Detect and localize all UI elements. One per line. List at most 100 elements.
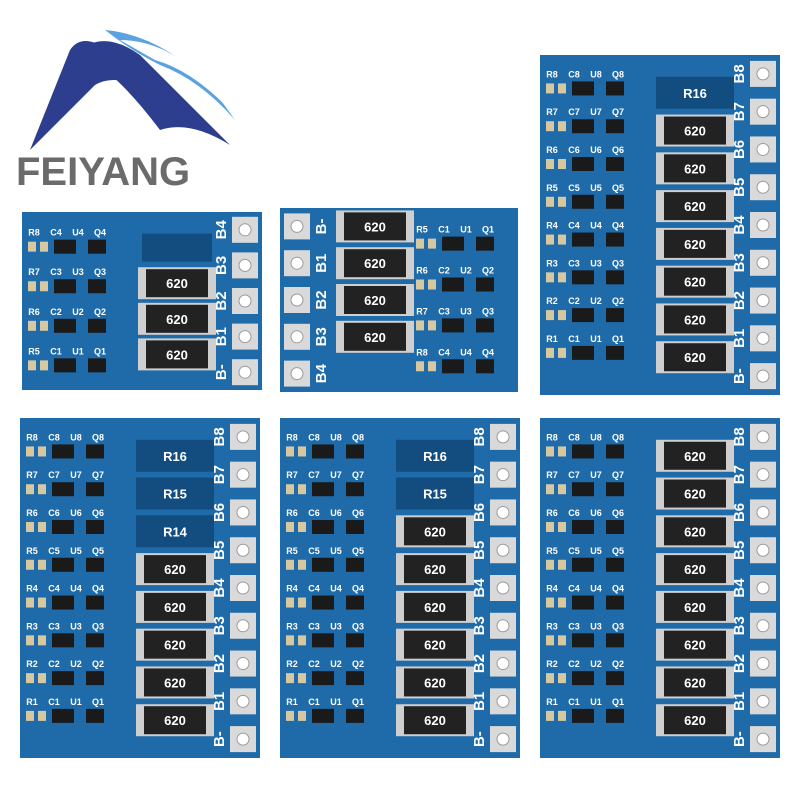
mosfet-chip bbox=[86, 633, 104, 648]
resistor-code: 620 bbox=[364, 219, 386, 234]
pad-label: B- bbox=[731, 731, 748, 747]
mosfet-chip bbox=[606, 671, 624, 686]
silkscreen-ref: Q6 bbox=[352, 508, 364, 518]
resistor-code: 620 bbox=[424, 675, 446, 690]
silkscreen-ref: C6 bbox=[48, 508, 60, 518]
pad-hole bbox=[756, 142, 770, 156]
smd-capacitor bbox=[298, 484, 306, 495]
silkscreen-ref: Q4 bbox=[612, 584, 624, 594]
pad-hole bbox=[756, 256, 770, 270]
silkscreen-ref: U6 bbox=[590, 508, 602, 518]
resistor-footprint bbox=[142, 233, 212, 262]
silkscreen-ref: Q3 bbox=[612, 258, 624, 268]
mosfet-chip bbox=[88, 239, 106, 254]
mosfet-chip bbox=[346, 520, 364, 534]
smd-resistor bbox=[28, 281, 36, 292]
resistor-body bbox=[146, 340, 208, 369]
silkscreen-ref: Q2 bbox=[92, 659, 104, 669]
silkscreen-ref: C1 bbox=[438, 225, 450, 235]
pad-hole bbox=[496, 657, 510, 671]
silkscreen-ref: Q7 bbox=[612, 107, 624, 117]
board-5s: B8B7B6B5B4B3B2B1B-R16R15R146206206206206… bbox=[20, 418, 260, 758]
resistor-code: 620 bbox=[364, 256, 386, 271]
smd-capacitor bbox=[298, 673, 306, 684]
smd-resistor bbox=[546, 310, 554, 321]
silkscreen-ref: Q8 bbox=[352, 432, 364, 442]
ic-chip bbox=[312, 595, 334, 610]
resistor-body bbox=[404, 668, 466, 697]
smd-capacitor bbox=[298, 710, 306, 721]
ic-chip bbox=[312, 708, 334, 723]
ic-chip bbox=[52, 671, 74, 686]
silkscreen-ref: R8 bbox=[28, 228, 40, 238]
silkscreen-ref: Q1 bbox=[94, 346, 106, 356]
silkscreen-ref: U3 bbox=[72, 267, 84, 277]
smd-capacitor bbox=[558, 196, 566, 207]
silkscreen-ref: Q1 bbox=[482, 225, 494, 235]
pad-label: B4 bbox=[731, 578, 748, 598]
smd-resistor bbox=[546, 635, 554, 646]
mosfet-chip bbox=[86, 708, 104, 723]
pad-hole bbox=[496, 505, 510, 519]
ic-chip bbox=[312, 520, 334, 534]
smd-capacitor bbox=[38, 597, 46, 608]
pad-hole bbox=[290, 330, 304, 344]
pad-hole bbox=[756, 294, 770, 308]
pad-label: B3 bbox=[471, 616, 488, 635]
silkscreen-ref: R3 bbox=[26, 621, 38, 631]
pad-label: B8 bbox=[731, 427, 748, 446]
resistor-body bbox=[664, 229, 726, 258]
silkscreen-ref: C5 bbox=[568, 546, 580, 556]
smd-capacitor bbox=[40, 320, 48, 331]
smd-capacitor bbox=[38, 446, 46, 457]
resistor-code: 620 bbox=[166, 276, 188, 291]
silkscreen-ref: U2 bbox=[70, 659, 82, 669]
silkscreen-ref: U7 bbox=[70, 470, 82, 480]
pad-hole bbox=[236, 543, 250, 557]
pad-label: B- bbox=[313, 218, 330, 234]
ic-chip bbox=[54, 279, 76, 294]
smd-resistor bbox=[286, 597, 294, 608]
mosfet-chip bbox=[476, 277, 494, 292]
silkscreen-ref: U3 bbox=[590, 258, 602, 268]
silkscreen-ref: C1 bbox=[568, 334, 580, 344]
pad-label: B6 bbox=[211, 503, 228, 522]
pad-label: B5 bbox=[731, 178, 748, 197]
smd-capacitor bbox=[558, 522, 566, 532]
pad-hole bbox=[756, 732, 770, 746]
silkscreen-ref: C4 bbox=[568, 221, 580, 231]
resistor-body bbox=[664, 706, 726, 735]
pad-hole bbox=[756, 369, 770, 383]
mosfet-chip bbox=[346, 671, 364, 686]
resistor-code: 620 bbox=[424, 600, 446, 615]
ic-chip bbox=[312, 633, 334, 648]
smd-capacitor bbox=[558, 710, 566, 721]
board-8s-b: B8B7B6B5B4B3B2B1B-6206206206206206206206… bbox=[540, 418, 780, 758]
mosfet-chip bbox=[606, 194, 624, 209]
pad-label: B5 bbox=[211, 541, 228, 560]
mosfet-chip bbox=[606, 345, 624, 360]
mosfet-chip bbox=[346, 557, 364, 572]
silkscreen-ref: R1 bbox=[26, 697, 38, 707]
pad-label: B2 bbox=[213, 291, 230, 310]
silkscreen-ref: R3 bbox=[546, 258, 558, 268]
ic-chip bbox=[572, 595, 594, 610]
silkscreen-ref: U8 bbox=[70, 432, 82, 442]
silkscreen-ref: Q6 bbox=[92, 508, 104, 518]
board-8s-a: B8B7B6B5B4B3B2B1B-R166206206206206206206… bbox=[540, 55, 780, 395]
silkscreen-ref: Q4 bbox=[352, 584, 364, 594]
ic-chip bbox=[572, 633, 594, 648]
ic-chip bbox=[572, 520, 594, 534]
resistor-body bbox=[404, 706, 466, 735]
resistor-body bbox=[664, 630, 726, 659]
resistor-body bbox=[664, 592, 726, 621]
pad-label: B8 bbox=[731, 64, 748, 83]
ic-chip bbox=[52, 633, 74, 648]
silkscreen-ref: U3 bbox=[70, 621, 82, 631]
pad-label: B7 bbox=[731, 102, 748, 121]
smd-resistor bbox=[28, 360, 36, 371]
mosfet-chip bbox=[606, 444, 624, 459]
silkscreen-ref: U7 bbox=[590, 107, 602, 117]
silkscreen-ref: Q3 bbox=[94, 267, 106, 277]
ic-chip bbox=[572, 232, 594, 247]
